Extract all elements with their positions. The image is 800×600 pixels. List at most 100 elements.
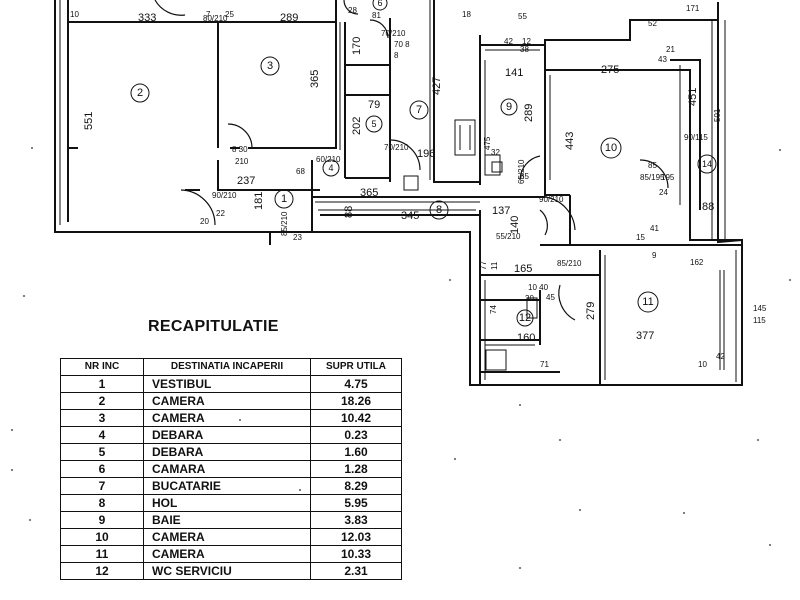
dim-label: 171 <box>686 4 700 13</box>
dimension-labels: 333 289 551 365 427 170 202 79 237 181 3… <box>70 4 767 369</box>
room-marker-10: 10 <box>600 137 622 159</box>
svg-text:7: 7 <box>416 104 422 116</box>
dim-label: 145 <box>753 304 767 313</box>
svg-text:8: 8 <box>436 204 442 216</box>
cell-nr-inc: 7 <box>60 477 144 495</box>
cell-destinatia: CAMERA <box>143 528 311 546</box>
dim-label: 115 <box>753 316 766 325</box>
cell-destinatia: HOL <box>143 494 311 512</box>
cell-destinatia: VESTIBUL <box>143 375 311 393</box>
dim-label: 85 <box>648 161 657 170</box>
dim-label: 10 <box>70 10 79 19</box>
cell-nr-inc: 1 <box>60 375 144 393</box>
dim-label: 18 <box>462 10 471 19</box>
dim-label: 181 <box>253 192 265 210</box>
dim-label: 7 <box>206 10 211 19</box>
cell-nr-inc: 6 <box>60 460 144 478</box>
dim-label: 52 <box>648 19 657 28</box>
dim-label: 140 <box>509 216 521 234</box>
dim-label: 23 <box>293 233 302 242</box>
dim-label: 162 <box>690 258 704 267</box>
dim-label: 170 <box>351 37 363 55</box>
door-label: 90/210 <box>539 195 564 204</box>
dim-label: 202 <box>351 117 363 135</box>
thin-lines <box>59 0 737 382</box>
svg-text:5: 5 <box>371 119 376 129</box>
walls <box>54 0 743 386</box>
dim-label: 165 <box>514 263 532 275</box>
door-label: 45 <box>546 293 555 302</box>
dim-label: 196 <box>417 148 435 160</box>
cell-destinatia: DEBARA <box>143 426 311 444</box>
dim-label: 88 <box>343 206 355 218</box>
dim-label: 501 <box>713 108 722 122</box>
cell-supr-utila: 2.31 <box>310 562 402 580</box>
cell-supr-utila: 1.28 <box>310 460 402 478</box>
dim-label: 8 <box>394 51 399 60</box>
door-label: 85/195 <box>640 173 665 182</box>
dim-label: 10 <box>698 360 707 369</box>
cell-destinatia: CAMERA <box>143 409 311 427</box>
fixtures <box>403 161 725 370</box>
dim-label: 551 <box>83 112 95 130</box>
svg-text:1: 1 <box>281 193 287 205</box>
dim-label: 41 <box>650 224 659 233</box>
dim-label: 55 <box>518 12 527 21</box>
header-nr-inc: NR INC <box>60 358 144 376</box>
dim-label: 333 <box>138 12 156 24</box>
cell-nr-inc: 2 <box>60 392 144 410</box>
dim-label: 365 <box>309 70 321 88</box>
dim-label: 68 <box>296 167 305 176</box>
door-label: 10 40 <box>528 283 549 292</box>
svg-text:10: 10 <box>605 142 617 154</box>
dim-label: 20 <box>200 217 209 226</box>
cell-supr-utila: 5.95 <box>310 494 402 512</box>
door-label: 90/210 <box>212 191 237 200</box>
dim-label: 88 <box>702 201 714 213</box>
door-annotations: 90/210 80/210 70/210 60/210 85/210 90/11… <box>203 14 708 302</box>
cell-nr-inc: 3 <box>60 409 144 427</box>
room-marker-5: 5 <box>365 115 383 133</box>
dim-label: 74 <box>489 305 498 314</box>
header-destinatia: DESTINATIA INCAPERII <box>143 358 311 376</box>
room-marker-4: 4 <box>322 159 340 177</box>
dim-label: 160 <box>517 332 535 344</box>
cell-nr-inc: 9 <box>60 511 144 529</box>
dim-label: 65 <box>520 172 529 181</box>
room-marker-1: 1 <box>274 189 294 209</box>
cell-supr-utila: 1.60 <box>310 443 402 461</box>
door-label: 70 8 <box>394 40 410 49</box>
dim-label: 12 <box>522 37 531 46</box>
dim-label: 289 <box>523 104 535 122</box>
door-label: 85/210 <box>557 259 582 268</box>
door-label: 65/210 <box>517 159 526 184</box>
room-markers: 1 2 3 4 5 6 7 8 9 10 11 12 14 <box>130 0 717 327</box>
door-label: 80/210 <box>203 14 228 23</box>
dim-label: 345 <box>401 210 419 222</box>
door-label: 70/210 <box>384 143 409 152</box>
cell-destinatia: CAMERA <box>143 545 311 563</box>
door-label: 60/210 <box>316 155 341 164</box>
door-label: 8 30 <box>232 145 248 154</box>
dim-label: 9 <box>652 251 657 260</box>
cell-supr-utila: 0.23 <box>310 426 402 444</box>
dim-label: 141 <box>505 67 523 79</box>
svg-text:11: 11 <box>642 296 653 308</box>
cell-destinatia: CAMARA <box>143 460 311 478</box>
room-marker-9: 9 <box>500 98 518 116</box>
recap-table: NR INC DESTINATIA INCAPERII SUPR UTILA 1… <box>60 358 402 580</box>
cell-nr-inc: 8 <box>60 494 144 512</box>
dim-label: 275 <box>601 64 619 76</box>
room-marker-2: 2 <box>130 83 150 103</box>
cell-nr-inc: 4 <box>60 426 144 444</box>
